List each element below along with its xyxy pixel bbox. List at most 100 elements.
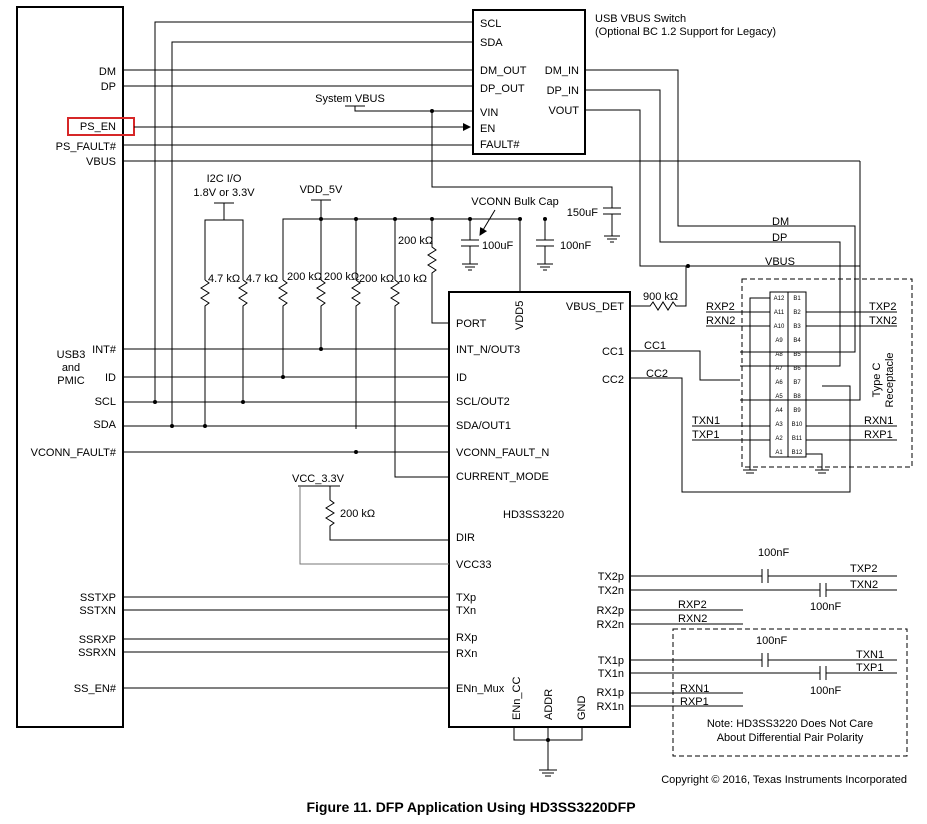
txp2-out-label: TXP2: [850, 563, 878, 575]
receptacle-pin-a6: A6: [775, 380, 783, 386]
chip-pin-vbus-det: VBUS_DET: [566, 301, 624, 313]
chip-pin-int: INT_N/OUT3: [456, 344, 520, 356]
i2c-io-label-2: 1.8V or 3.3V: [193, 187, 255, 199]
txp1-out-label: TXP1: [856, 662, 884, 674]
chip-pin-txn: TXn: [456, 605, 476, 617]
vsw-title-1: USB VBUS Switch: [595, 13, 686, 25]
receptacle-pin-a1: A1: [775, 450, 783, 456]
receptacle-pin-b8: B8: [793, 394, 801, 400]
chip-pin-id: ID: [456, 372, 467, 384]
r-200k-label-2: 200 kΩ: [324, 271, 359, 283]
vsw-pin-dm-out: DM_OUT: [480, 65, 527, 77]
chip-pin-dir: DIR: [456, 532, 475, 544]
ss-lanes: 100nF TXP2 TXN2 100nF RXP2 RXN2 100nF TX…: [630, 547, 897, 744]
receptacle-pin-b12: B12: [792, 450, 803, 456]
chip-pin-sda: SDA/OUT1: [456, 420, 511, 432]
c100nf-tx2n-label: 100nF: [810, 601, 841, 613]
receptacle-pin-b4: B4: [793, 338, 801, 344]
chip-pin-rx1n: RX1n: [596, 701, 624, 713]
vsw-pin-sda: SDA: [480, 37, 503, 49]
usb2-routing: DM DP VBUS: [585, 69, 861, 401]
receptacle-pin-b1: B1: [793, 296, 801, 302]
vsw-pin-dm-in: DM_IN: [545, 65, 579, 77]
host-pin-ss-en: SS_EN#: [74, 683, 117, 695]
host-pin-dp: DP: [101, 81, 116, 93]
vsw-pin-dp-out: DP_OUT: [480, 83, 525, 95]
rxn2-out-label: RXN2: [678, 613, 707, 625]
host-pin-ssrxn: SSRXN: [78, 647, 116, 659]
receptacle-pin-b7: B7: [793, 380, 801, 386]
c100nf-tx1p-label: 100nF: [756, 635, 787, 647]
i2c-io-label-1: I2C I/O: [207, 173, 242, 185]
txn1-label: TXN1: [692, 415, 720, 427]
chip-pin-enn-cc: ENn_CC: [511, 677, 523, 720]
host-pin-scl: SCL: [95, 396, 116, 408]
chip-pin-tx2p: TX2p: [598, 571, 624, 583]
chip-name: HD3SS3220: [503, 509, 564, 521]
c150uf-label: 150uF: [567, 207, 598, 219]
chip-pin-tx1p: TX1p: [598, 655, 624, 667]
rxp2-label: RXP2: [706, 301, 735, 313]
r-200k-port-label: 200 kΩ: [398, 235, 433, 247]
vbus-switch-labels: SCL SDA DM_OUT DP_OUT VIN EN FAULT# DM_I…: [480, 13, 776, 151]
chip-pin-current-mode: CURRENT_MODE: [456, 471, 549, 483]
chip-pin-rx1p: RX1p: [596, 687, 624, 699]
i2c-buses: [154, 21, 473, 426]
txn2-label: TXN2: [869, 315, 897, 327]
chip-pin-cc1: CC1: [602, 346, 624, 358]
receptacle-pin-a8: A8: [775, 352, 783, 358]
rxn2-label: RXN2: [706, 315, 735, 327]
c100nf-tx2p-label: 100nF: [758, 547, 789, 559]
host-pin-id: ID: [105, 372, 116, 384]
net-cc2-label: CC2: [646, 368, 668, 380]
receptacle-pin-a2: A2: [775, 436, 783, 442]
receptacle-pin-b6: B6: [793, 366, 801, 372]
host-name-line-1: USB3: [57, 349, 86, 361]
host-pin-ps-fault: PS_FAULT#: [56, 141, 117, 153]
host-name-line-2: and: [62, 362, 80, 374]
host-pin-ssrxp: SSRXP: [79, 634, 116, 646]
host-pin-sstxn: SSTXN: [79, 605, 116, 617]
host-pin-sda: SDA: [93, 419, 116, 431]
txn2-out-label: TXN2: [850, 579, 878, 591]
chip-pin-rx2p: RX2p: [596, 605, 624, 617]
receptacle-pin-b3: B3: [793, 324, 801, 330]
net-cc1-label: CC1: [644, 340, 666, 352]
net-dm-label: DM: [772, 216, 789, 228]
rxn1-label: RXN1: [864, 415, 893, 427]
r-4k7-sda: [200, 279, 210, 426]
host-pin-vbus: VBUS: [86, 156, 116, 168]
host-name-line-3: PMIC: [57, 375, 85, 387]
c100nf-tx1n-label: 100nF: [810, 685, 841, 697]
chip-pin-rxn: RXn: [456, 648, 477, 660]
vsw-pin-vout: VOUT: [548, 105, 579, 117]
system-vbus-label: System VBUS: [315, 93, 385, 105]
txp2-label: TXP2: [869, 301, 897, 313]
receptacle-pin-a9: A9: [775, 338, 783, 344]
receptacle-pin-a4: A4: [775, 408, 783, 414]
r-10k-label: 10 kΩ: [398, 273, 427, 285]
note-line-2: About Differential Pair Polarity: [717, 732, 864, 744]
chip-pin-labels: PORT INT_N/OUT3 ID SCL/OUT2 SDA/OUT1 VCO…: [456, 301, 624, 720]
rxp1-label: RXP1: [864, 429, 893, 441]
r-200k-dir-label: 200 kΩ: [340, 508, 375, 520]
vcc33-label: VCC_3.3V: [292, 473, 345, 485]
vsw-pin-dp-in: DP_IN: [547, 85, 579, 97]
net-vbus-label: VBUS: [765, 256, 795, 268]
host-pin-int: INT#: [92, 344, 117, 356]
chip-pin-tx2n: TX2n: [598, 585, 624, 597]
receptacle-pin-a10: A10: [774, 324, 785, 330]
r-4k7-label-2: 4.7 kΩ: [246, 273, 278, 285]
figure-caption: Figure 11. DFP Application Using HD3SS32…: [306, 799, 635, 815]
rxp2-out-label: RXP2: [678, 599, 707, 611]
c100nf-vdd-label: 100nF: [560, 240, 591, 252]
receptacle-pin-a5: A5: [775, 394, 783, 400]
chip-pin-rx2n: RX2n: [596, 619, 624, 631]
receptacle-pin-b2: B2: [793, 310, 801, 316]
vsw-pin-en: EN: [480, 123, 495, 135]
chip-pin-vcc33: VCC33: [456, 559, 491, 571]
chip-pin-enn-mux: ENn_Mux: [456, 683, 505, 695]
receptacle-pin-b9: B9: [793, 408, 801, 414]
r-900k-label: 900 kΩ: [643, 291, 678, 303]
